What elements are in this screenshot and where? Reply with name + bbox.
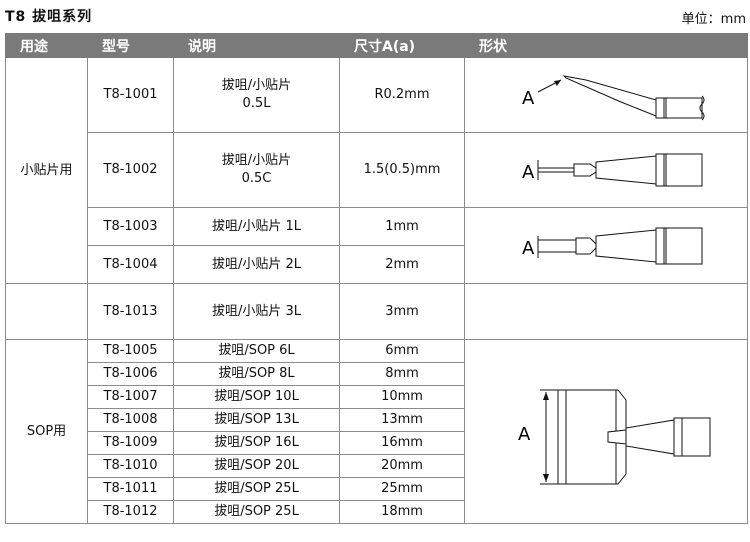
table-row: T8-1007 拔咀/SOP 10L 10mm [6, 385, 748, 409]
model-cell: T8-1011 [87, 477, 174, 501]
size-cell: 16mm [339, 431, 465, 455]
col-use: 用途 [5, 33, 88, 58]
desc-line: 拔咀/小贴片 [221, 78, 292, 93]
group-sop: SOP用 [5, 339, 88, 524]
tip-sop-drawing: A [518, 389, 711, 484]
model-cell: T8-1008 [87, 408, 174, 432]
size-cell: 1mm [339, 207, 465, 246]
shape-cell: A [464, 132, 748, 208]
tip-1001-drawing: A [522, 75, 705, 121]
model-cell: T8-1001 [87, 57, 174, 133]
size-cell: 6mm [339, 339, 465, 363]
desc-cell: 拔咀/SOP 25L [173, 477, 340, 501]
desc-cell: 拔咀/SOP 25L [173, 500, 340, 524]
title-bar: T8 拔咀系列 单位：mm [0, 0, 750, 30]
table-row: T8-1003 拔咀/小贴片 1L 1mm A [6, 207, 748, 284]
model-cell: T8-1013 [87, 283, 174, 340]
dim-label: A [522, 238, 535, 259]
group-empty [5, 283, 88, 340]
table-header-row: 用途 型号 说明 尺寸A(a) 形状 [5, 33, 748, 58]
size-cell: 18mm [339, 500, 465, 524]
size-cell: 13mm [339, 408, 465, 432]
dim-label: A [518, 424, 531, 445]
size-cell: 10mm [339, 385, 465, 409]
tip-table: 用途 型号 说明 尺寸A(a) 形状 小贴片用 T8-1001 拔咀/小贴片 0.… [5, 33, 748, 524]
desc-cell: 拔咀/小贴片 2L [173, 245, 340, 284]
shape-cell [464, 283, 748, 340]
table-row: SOP用 T8-1005 拔咀/SOP 6L 6mm A [5, 339, 748, 524]
size-cell: R0.2mm [339, 57, 465, 133]
model-cell: T8-1003 [87, 207, 174, 246]
tip-1002-drawing: A [522, 153, 703, 187]
size-cell: 20mm [339, 454, 465, 478]
shape-cell: A [464, 207, 748, 284]
desc-line: 0.5L [242, 96, 271, 111]
table-row: T8-1008 拔咀/SOP 13L 13mm [6, 408, 748, 432]
col-shape: 形状 [464, 33, 748, 58]
table-row: T8-1009 拔咀/SOP 16L 16mm [6, 431, 748, 455]
shape-cell: A [464, 339, 748, 524]
desc-cell: 拔咀/SOP 20L [173, 454, 340, 478]
model-cell: T8-1006 [87, 362, 174, 386]
model-cell: T8-1005 [87, 339, 174, 363]
desc-cell: 拔咀/SOP 13L [173, 408, 340, 432]
page-title: T8 拔咀系列 [5, 9, 93, 25]
size-cell: 1.5(0.5)mm [339, 132, 465, 208]
desc-line: 0.5C [241, 171, 272, 186]
desc-cell: 拔咀/小贴片 0.5L [173, 57, 340, 133]
table-row: T8-1010 拔咀/SOP 20L 20mm [6, 454, 748, 478]
model-cell: T8-1002 [87, 132, 174, 208]
table-row: T8-1013 拔咀/小贴片 3L 3mm [5, 283, 748, 340]
unit-label: 单位：mm [681, 12, 746, 27]
dim-label: A [522, 162, 535, 183]
table-row: 小贴片用 T8-1001 拔咀/小贴片 0.5L R0.2mm A [5, 57, 748, 284]
model-cell: T8-1004 [87, 245, 174, 284]
col-model: 型号 [87, 33, 174, 58]
model-cell: T8-1007 [87, 385, 174, 409]
col-size: 尺寸A(a) [339, 33, 465, 58]
table-row: T8-1012 拔咀/SOP 25L 18mm [6, 500, 748, 524]
dim-label: A [522, 88, 535, 109]
size-cell: 25mm [339, 477, 465, 501]
desc-cell: 拔咀/SOP 8L [173, 362, 340, 386]
shape-cell: A [464, 57, 748, 133]
model-cell: T8-1010 [87, 454, 174, 478]
desc-line: 拔咀/小贴片 [221, 153, 292, 168]
table-row: T8-1002 拔咀/小贴片 0.5C 1.5(0.5)mm A [6, 132, 748, 208]
group-small: 小贴片用 [5, 57, 88, 284]
desc-cell: 拔咀/SOP 16L [173, 431, 340, 455]
desc-cell: 拔咀/SOP 10L [173, 385, 340, 409]
model-cell: T8-1012 [87, 500, 174, 524]
size-cell: 2mm [339, 245, 465, 284]
desc-cell: 拔咀/SOP 6L [173, 339, 340, 363]
size-cell: 8mm [339, 362, 465, 386]
tip-1003-1004-drawing: A [522, 227, 703, 264]
table-row: T8-1011 拔咀/SOP 25L 25mm [6, 477, 748, 501]
desc-cell: 拔咀/小贴片 0.5C [173, 132, 340, 208]
table-row: T8-1004 拔咀/小贴片 2L 2mm [6, 245, 748, 284]
col-desc: 说明 [173, 33, 340, 58]
size-cell: 3mm [339, 283, 465, 340]
model-cell: T8-1009 [87, 431, 174, 455]
desc-cell: 拔咀/小贴片 1L [173, 207, 340, 246]
desc-cell: 拔咀/小贴片 3L [173, 283, 340, 340]
